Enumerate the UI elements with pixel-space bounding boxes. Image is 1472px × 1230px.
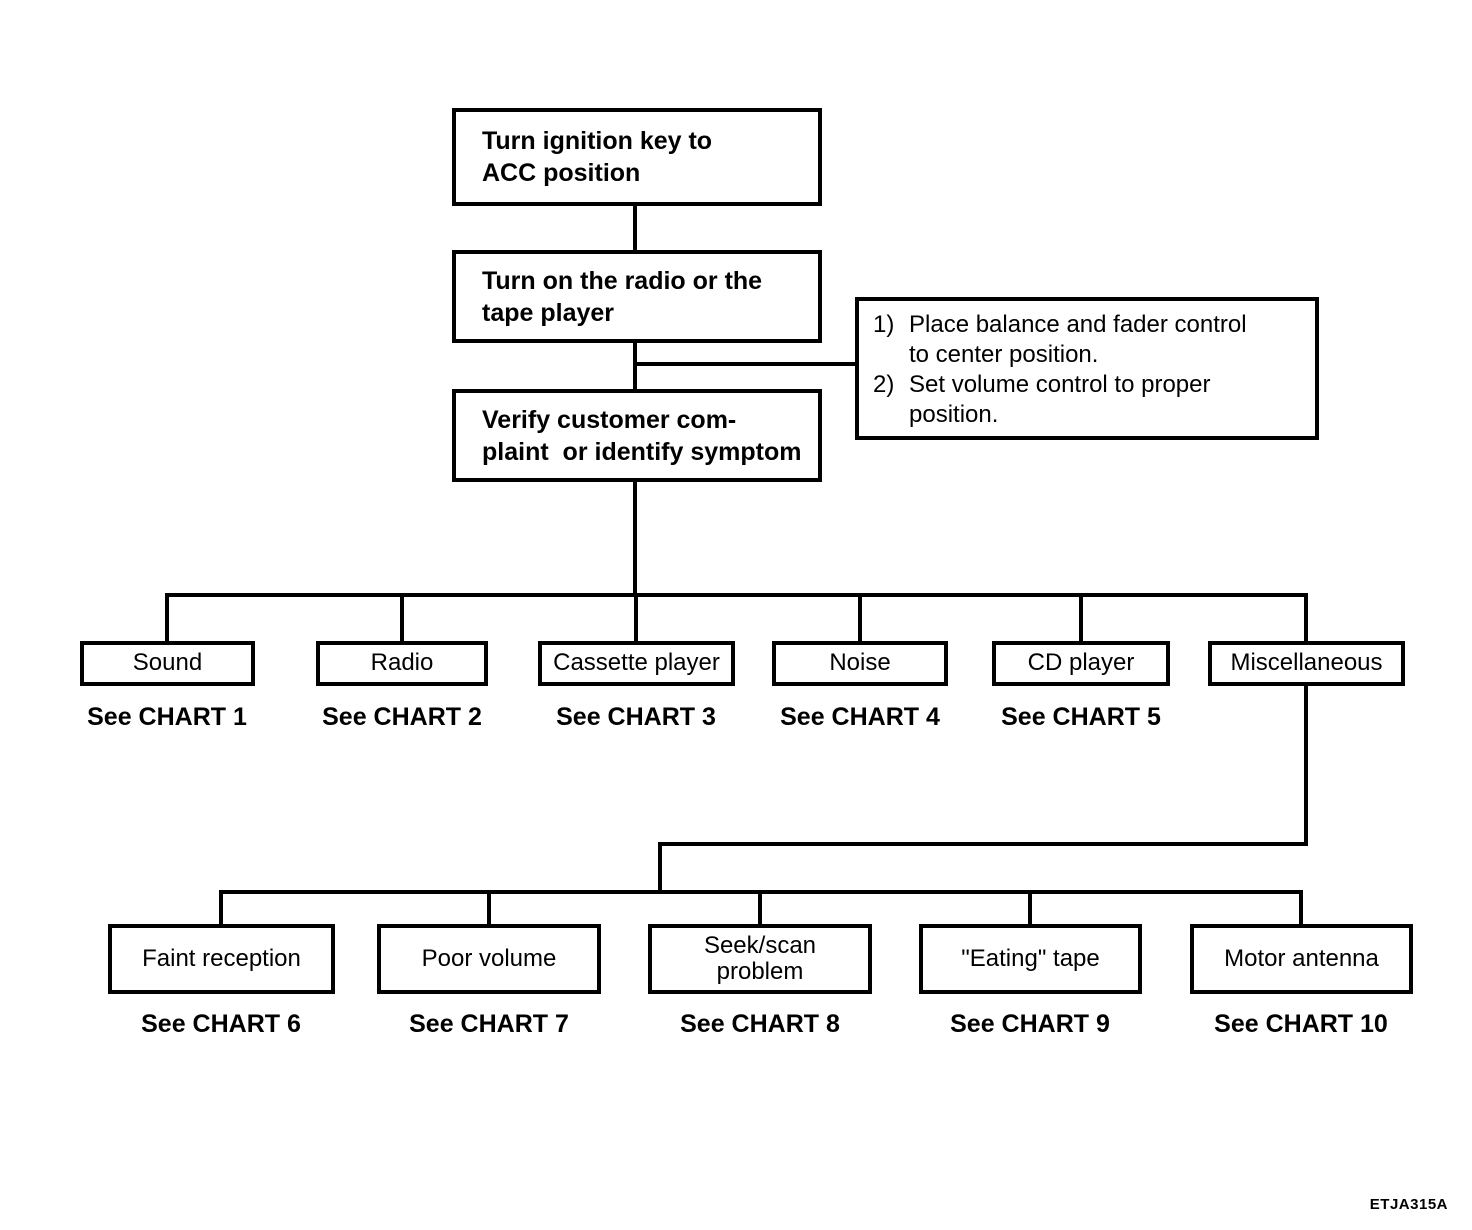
symptom-box-miscellaneous: Miscellaneous	[1208, 641, 1405, 686]
note-item-2-number: 2)	[873, 370, 895, 398]
connector-drop-cassette	[634, 593, 638, 645]
connector-drop-eating-tape	[1028, 890, 1032, 928]
symptom-noise-label: Noise	[829, 649, 891, 677]
symptom-poor-volume-label: Poor volume	[421, 944, 557, 972]
connector-drop-motor-antenna	[1299, 890, 1303, 928]
flow-step-turn-on-radio: Turn on the radio or the tape player	[452, 250, 822, 343]
connector-branch-to-note	[633, 362, 857, 366]
flow-step-verify-complaint: Verify customer com- plaint or identify …	[452, 389, 822, 482]
chart-ref-7: See CHART 7	[409, 1010, 569, 1038]
flow-step-turn-ignition: Turn ignition key to ACC position	[452, 108, 822, 206]
symptom-seek-scan-label: Seek/scan problem	[703, 931, 817, 985]
connector-step2-step3	[633, 343, 637, 391]
connector-drop-radio	[400, 593, 404, 645]
chart-ref-4: See CHART 4	[780, 703, 940, 731]
symptom-motor-antenna-label: Motor antenna	[1224, 944, 1379, 972]
symptom-radio-label: Radio	[370, 649, 434, 677]
chart-ref-3: See CHART 3	[556, 703, 716, 731]
symptom-box-faint-reception: Faint reception	[108, 924, 335, 994]
symptom-box-poor-volume: Poor volume	[377, 924, 601, 994]
flow-step-verify-complaint-label: Verify customer com- plaint or identify …	[482, 405, 802, 466]
symptom-faint-reception-label: Faint reception	[142, 944, 301, 972]
symptom-cd-label: CD player	[1027, 649, 1135, 677]
chart-ref-9: See CHART 9	[950, 1010, 1110, 1038]
symptom-box-noise: Noise	[772, 641, 948, 686]
symptom-box-cassette-player: Cassette player	[538, 641, 735, 686]
note-item-1-number: 1)	[873, 310, 895, 338]
symptom-cassette-label: Cassette player	[553, 649, 720, 677]
note-item-1-text: Place balance and fader control to cente…	[909, 310, 1247, 368]
note-item-2: 2) Set volume control to proper position…	[873, 370, 1211, 430]
connector-misc-elbow-down	[658, 842, 662, 894]
symptom-box-seek-scan-problem: Seek/scan problem	[648, 924, 872, 994]
symptom-sound-label: Sound	[132, 649, 203, 677]
connector-miscellaneous-down	[1304, 686, 1308, 846]
chart-ref-8: See CHART 8	[680, 1010, 840, 1038]
symptom-box-motor-antenna: Motor antenna	[1190, 924, 1413, 994]
document-code: ETJA315A	[1369, 1196, 1448, 1213]
chart-ref-6: See CHART 6	[141, 1010, 301, 1038]
note-box-presets: 1) Place balance and fader control to ce…	[855, 297, 1319, 440]
chart-ref-1: See CHART 1	[87, 703, 247, 731]
note-item-2-text: Set volume control to proper position.	[909, 370, 1211, 428]
symptom-box-eating-tape: "Eating" tape	[919, 924, 1142, 994]
chart-ref-10: See CHART 10	[1214, 1010, 1388, 1038]
flow-step-turn-ignition-label: Turn ignition key to ACC position	[482, 127, 713, 187]
connector-drop-noise	[858, 593, 862, 645]
connector-drop-sound	[165, 593, 169, 645]
note-item-1: 1) Place balance and fader control to ce…	[873, 310, 1247, 370]
connector-drop-miscellaneous	[1304, 593, 1308, 645]
connector-symptom-bus	[165, 593, 1308, 597]
connector-drop-faint-reception	[219, 890, 223, 928]
symptom-box-sound: Sound	[80, 641, 255, 686]
connector-step3-to-bus	[633, 482, 637, 597]
flow-step-turn-on-radio-label: Turn on the radio or the tape player	[482, 266, 763, 327]
connector-drop-seek-scan	[758, 890, 762, 928]
connector-drop-poor-volume	[487, 890, 491, 928]
connector-misc-horizontal	[658, 842, 1308, 846]
symptom-eating-tape-label: "Eating" tape	[961, 944, 1100, 972]
connector-step1-step2	[633, 206, 637, 252]
connector-drop-cd	[1079, 593, 1083, 645]
symptom-box-radio: Radio	[316, 641, 488, 686]
symptom-box-cd-player: CD player	[992, 641, 1170, 686]
symptom-miscellaneous-label: Miscellaneous	[1230, 649, 1383, 677]
chart-ref-2: See CHART 2	[322, 703, 482, 731]
chart-ref-5: See CHART 5	[1001, 703, 1161, 731]
